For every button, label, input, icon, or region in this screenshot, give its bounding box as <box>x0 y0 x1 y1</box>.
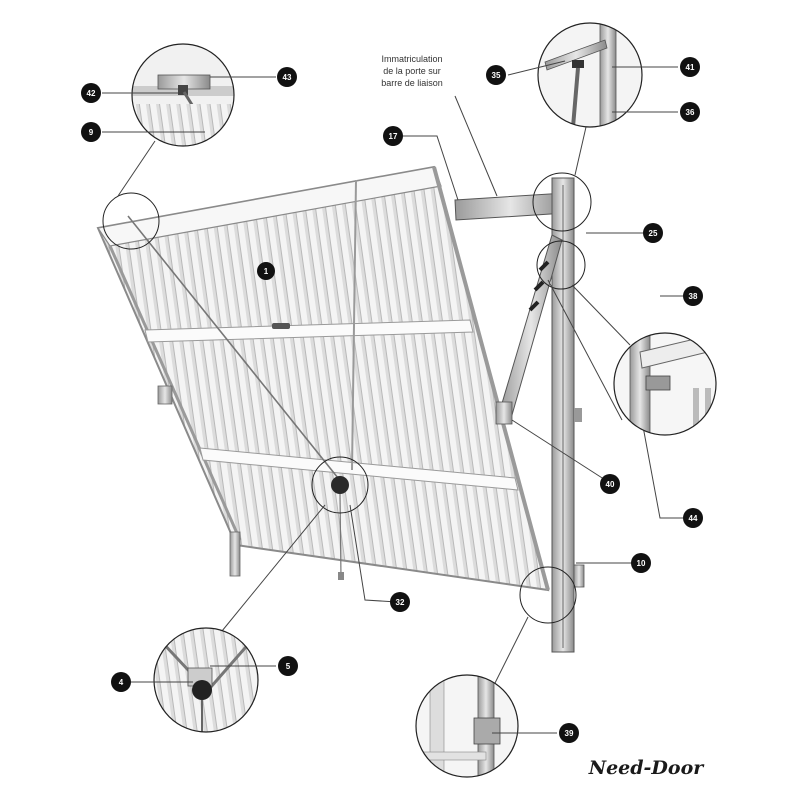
svg-text:9: 9 <box>89 128 94 137</box>
svg-text:1: 1 <box>264 267 269 276</box>
note-line-1: Immatriculation <box>381 54 442 64</box>
badge-9: 9 <box>81 122 101 142</box>
badge-41: 41 <box>680 57 700 77</box>
connector-lines <box>117 95 693 684</box>
badge-4: 4 <box>111 672 131 692</box>
svg-text:17: 17 <box>389 132 398 141</box>
svg-text:32: 32 <box>396 598 405 607</box>
badge-42: 42 <box>81 83 101 103</box>
marker-top-right <box>532 172 592 232</box>
detail-35-41-36 <box>507 22 678 128</box>
svg-text:5: 5 <box>286 662 291 671</box>
door-rail-top <box>144 319 474 343</box>
note-line-2: de la porte sur <box>383 66 441 76</box>
marker-top-left <box>102 192 160 250</box>
part-badges: 1 4 5 9 10 17 25 32 35 36 38 39 40 41 42… <box>81 57 703 743</box>
note-line-3: barre de liaison <box>381 78 443 88</box>
svg-text:35: 35 <box>492 71 501 80</box>
right-frame <box>454 177 585 653</box>
detail-38-44 <box>613 332 717 436</box>
door-rail-bottom <box>199 447 519 491</box>
badge-38: 38 <box>683 286 703 306</box>
svg-text:10: 10 <box>637 559 646 568</box>
marker-arm <box>536 240 586 290</box>
svg-text:4: 4 <box>119 678 124 687</box>
detail-markers <box>102 172 592 624</box>
garage-door <box>96 165 550 592</box>
svg-text:39: 39 <box>565 729 574 738</box>
badge-36: 36 <box>680 102 700 122</box>
badge-25: 25 <box>643 223 663 243</box>
svg-text:44: 44 <box>689 514 698 523</box>
badge-40: 40 <box>600 474 620 494</box>
badge-1: 1 <box>257 262 275 280</box>
detail-39 <box>415 674 557 778</box>
marker-bottom-right <box>519 566 577 624</box>
badge-5: 5 <box>278 656 298 676</box>
badge-39: 39 <box>559 723 579 743</box>
svg-text:36: 36 <box>686 108 695 117</box>
need-door-logo: Need-Door <box>588 757 706 779</box>
badge-10: 10 <box>631 553 651 573</box>
detail-4-5 <box>128 627 276 733</box>
registration-note: Immatriculation de la porte sur barre de… <box>381 54 443 88</box>
badge-32: 32 <box>390 592 410 612</box>
svg-text:42: 42 <box>87 89 96 98</box>
svg-text:40: 40 <box>606 480 615 489</box>
logo-text: Need-Door <box>588 757 706 779</box>
svg-text:25: 25 <box>649 229 658 238</box>
connection-bar <box>454 192 567 221</box>
left-leg <box>229 531 241 577</box>
lock-body <box>331 476 349 494</box>
marker-lock <box>311 456 369 514</box>
svg-text:38: 38 <box>689 292 698 301</box>
svg-text:41: 41 <box>686 63 695 72</box>
svg-text:43: 43 <box>283 73 292 82</box>
badge-17: 17 <box>383 126 403 146</box>
badge-35: 35 <box>486 65 506 85</box>
badge-43: 43 <box>277 67 297 87</box>
detail-42-43-9 <box>102 43 276 147</box>
badge-44: 44 <box>683 508 703 528</box>
